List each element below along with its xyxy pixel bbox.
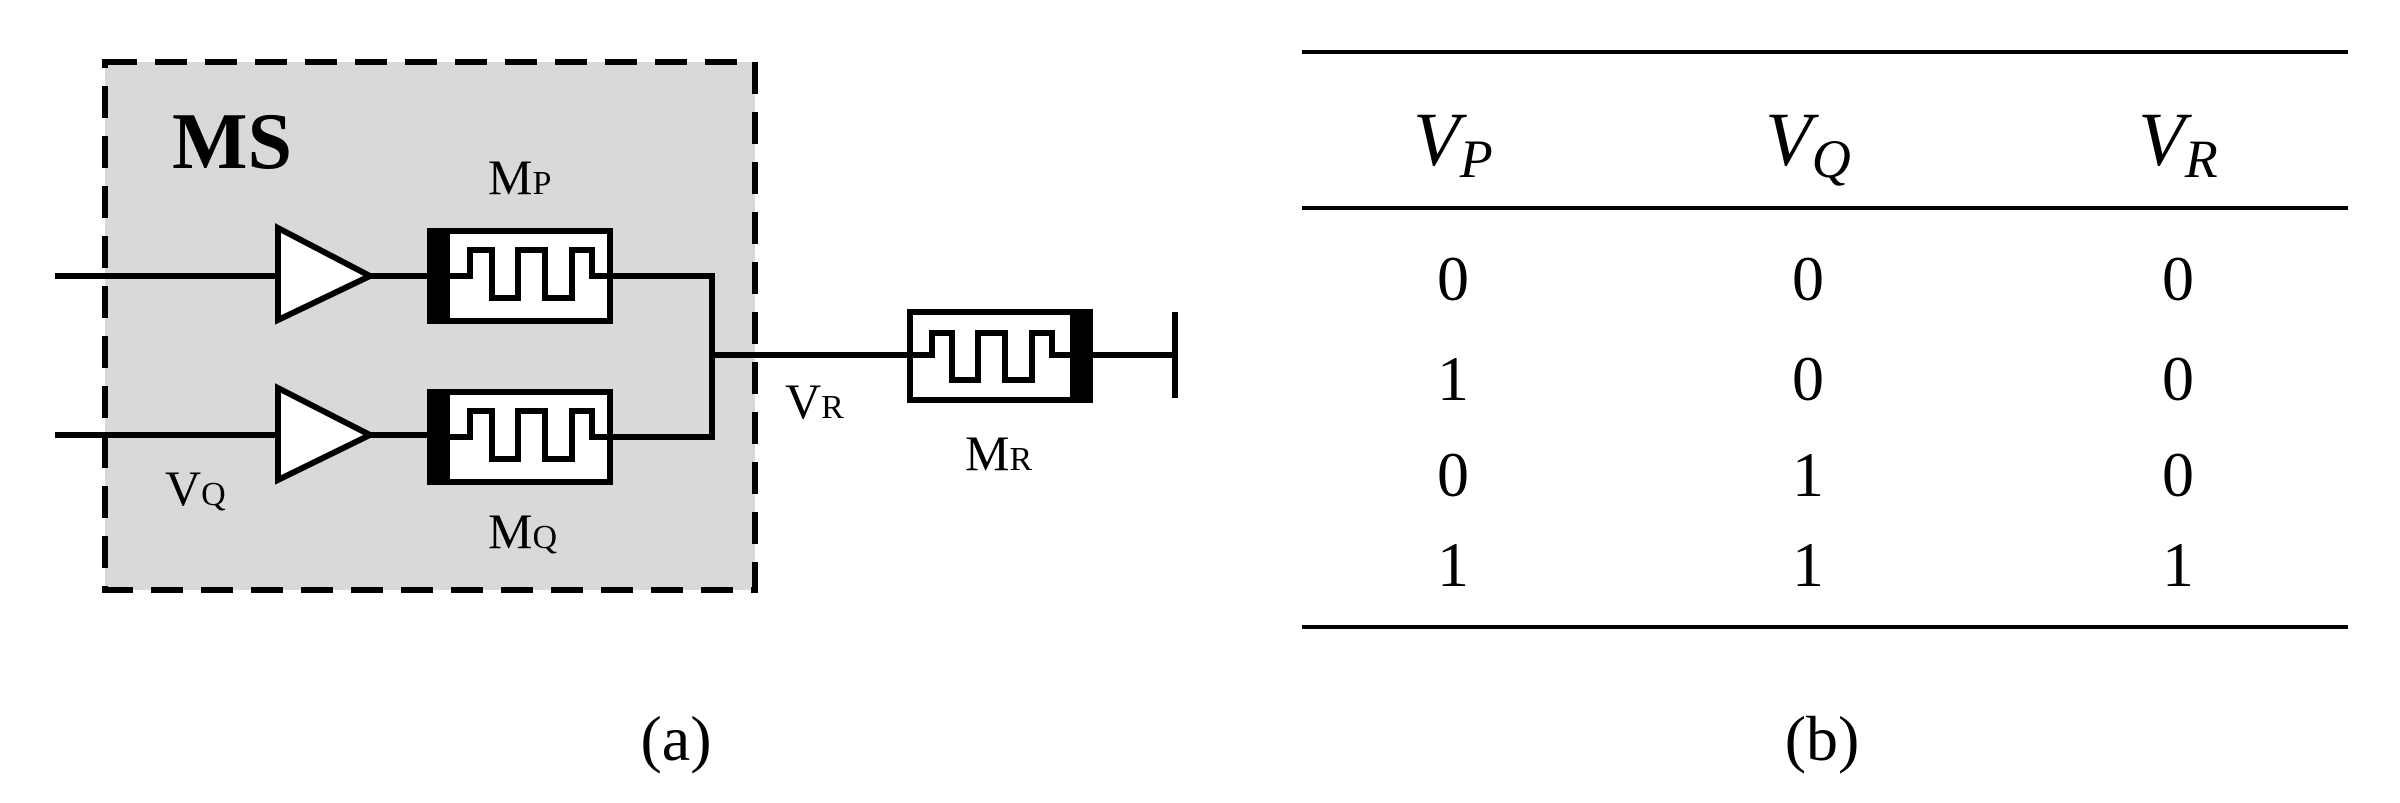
table-cell: 0 — [1437, 439, 1469, 510]
memristor-mq — [427, 389, 613, 485]
header-vp: VP — [1413, 98, 1492, 189]
table-row: 0 0 0 — [1437, 243, 2194, 314]
table-cell: 1 — [2162, 529, 2194, 600]
table-cell: 0 — [2162, 243, 2194, 314]
label-mp: MP — [488, 149, 551, 205]
label-mr: MR — [965, 425, 1032, 481]
table-row: 0 1 0 — [1437, 439, 2194, 510]
table-cell: 1 — [1437, 529, 1469, 600]
header-vq: VQ — [1765, 98, 1850, 189]
table-cell: 0 — [1437, 243, 1469, 314]
caption-b: (b) — [1785, 703, 1860, 774]
memristor-mr — [907, 309, 1093, 403]
table-cell: 0 — [2162, 343, 2194, 414]
label-mq: MQ — [488, 503, 557, 559]
table-cell: 0 — [1792, 243, 1824, 314]
table-cell: 1 — [1792, 529, 1824, 600]
table-cell: 0 — [2162, 439, 2194, 510]
table-cell: 1 — [1437, 343, 1469, 414]
buffer-p — [275, 223, 377, 325]
ms-box — [102, 59, 758, 593]
caption-a: (a) — [640, 703, 711, 774]
memristor-mp — [427, 228, 613, 324]
table-cell: 1 — [1792, 439, 1824, 510]
ms-box-label: MS — [172, 98, 292, 186]
panel-b-truth-table: VP VQ VR 0 0 0 1 0 0 0 1 0 1 1 1 (b) — [1302, 50, 2348, 774]
table-cell: 0 — [1792, 343, 1824, 414]
table-row: 1 0 0 — [1437, 343, 2194, 414]
table-row: 1 1 1 — [1437, 529, 2194, 600]
buffer-q — [275, 383, 377, 485]
header-vr: VR — [2138, 98, 2217, 189]
label-vr: VR — [785, 373, 844, 429]
label-vq: VQ — [165, 460, 226, 516]
panel-a-circuit: MS MP — [55, 59, 1178, 774]
